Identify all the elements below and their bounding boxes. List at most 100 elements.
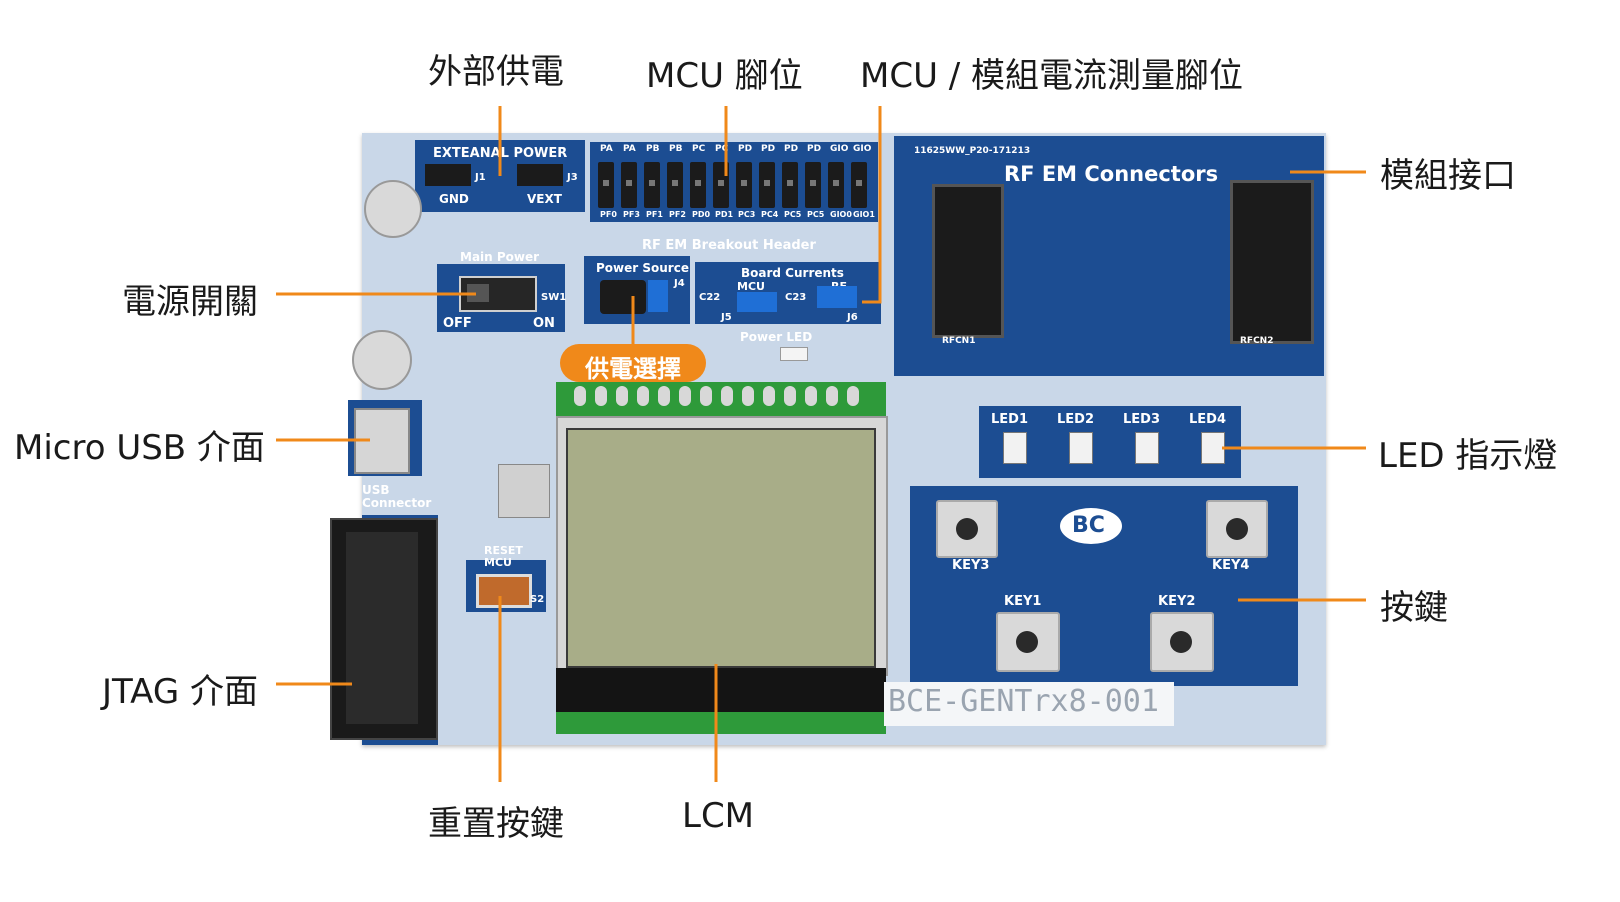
led-1 <box>1003 432 1027 464</box>
pin-label-bottom: PF0 <box>600 210 617 219</box>
led-3 <box>1135 432 1159 464</box>
board-serial: 11625WW_P20-171213 <box>914 146 1031 156</box>
jtag-connector[interactable] <box>330 518 438 740</box>
j1-label: J1 <box>475 172 486 183</box>
led-label: LED3 <box>1123 412 1161 427</box>
pin-label-top: GIO <box>853 144 872 154</box>
key3-cap[interactable] <box>956 518 978 540</box>
board-model-label: BCE-GENTrx8-001 <box>884 682 1174 726</box>
led-4 <box>1201 432 1225 464</box>
lcd-pin <box>784 386 796 406</box>
pin-label-top: GIO <box>830 144 849 154</box>
on-label: ON <box>533 316 555 331</box>
j5-label: J5 <box>721 312 732 323</box>
reset-mcu-label: RESET MCU <box>484 544 523 569</box>
header-pin[interactable] <box>736 162 752 208</box>
key4-cap[interactable] <box>1226 518 1248 540</box>
key2-cap[interactable] <box>1170 631 1192 653</box>
callout-jtag: JTAG 介面 <box>102 672 258 712</box>
callout-micro-usb: Micro USB 介面 <box>14 428 265 468</box>
power-source-jumper-cap[interactable] <box>648 280 668 312</box>
lcd-pin <box>679 386 691 406</box>
led-label: LED4 <box>1189 412 1227 427</box>
header-pin[interactable] <box>598 162 614 208</box>
pin-label-top: PB <box>646 144 660 154</box>
key3-button[interactable] <box>936 500 998 558</box>
pin-label-bottom: PF1 <box>646 210 663 219</box>
callout-lcm: LCM <box>682 796 755 836</box>
header-pin[interactable] <box>828 162 844 208</box>
key4-button[interactable] <box>1206 500 1268 558</box>
reset-button[interactable] <box>476 574 532 608</box>
header-pin[interactable] <box>851 162 867 208</box>
board-currents-label: Board Currents <box>741 266 844 280</box>
header-pin[interactable] <box>690 162 706 208</box>
header-pin[interactable] <box>621 162 637 208</box>
lcd-pin <box>658 386 670 406</box>
key1-cap[interactable] <box>1016 631 1038 653</box>
lcd-pin <box>595 386 607 406</box>
led-label: LED1 <box>991 412 1029 427</box>
key-block: KEY3 KEY4 KEY1 KEY2 BC <box>910 486 1298 686</box>
callout-keys: 按鍵 <box>1380 588 1448 628</box>
pin-label-top: PC <box>692 144 706 154</box>
header-pin[interactable] <box>805 162 821 208</box>
lcd-pin <box>700 386 712 406</box>
lcd-bottom-strip <box>556 712 886 734</box>
pin-label-top: PC <box>715 144 729 154</box>
reset-block: S2 <box>466 560 546 612</box>
led-2 <box>1069 432 1093 464</box>
j4-label: J4 <box>674 278 685 289</box>
lcd-pin <box>826 386 838 406</box>
callout-reset-key: 重置按鍵 <box>428 804 564 844</box>
off-label: OFF <box>443 316 472 331</box>
mcu-current-jumper[interactable] <box>737 292 777 312</box>
breakout-header-label: RF EM Breakout Header <box>642 238 816 253</box>
callout-mcu-pins: MCU 腳位 <box>646 56 803 96</box>
rf-em-connectors-block: 11625WW_P20-171213 RF EM Connectors RFCN… <box>894 136 1324 376</box>
pin-label-bottom: PD0 <box>692 210 711 219</box>
rfcn1-connector[interactable] <box>932 184 1004 338</box>
key3-label: KEY3 <box>952 558 990 573</box>
pin-label-bottom: PF2 <box>669 210 686 219</box>
pin-label-bottom: PF3 <box>623 210 640 219</box>
rf-current-jumper[interactable] <box>817 286 857 308</box>
power-led <box>780 347 808 361</box>
key4-label: KEY4 <box>1212 558 1250 573</box>
gnd-label: GND <box>439 192 469 206</box>
key1-button[interactable] <box>996 612 1060 672</box>
lcd-screen <box>566 428 876 668</box>
callout-power-switch: 電源開關 <box>122 282 258 322</box>
pin-label-bottom: GIO0 <box>830 210 852 219</box>
pin-label-top: PB <box>669 144 683 154</box>
power-led-label: Power LED <box>740 330 813 344</box>
pin-label-top: PD <box>807 144 822 154</box>
key2-label: KEY2 <box>1158 594 1196 609</box>
header-pin[interactable] <box>759 162 775 208</box>
switch-slider[interactable] <box>467 284 489 302</box>
rfcn2-connector[interactable] <box>1230 180 1314 344</box>
header-pin[interactable] <box>644 162 660 208</box>
lcd-pin <box>847 386 859 406</box>
board-currents-block: Board Currents MCU RF C22 C23 J5 J6 <box>695 262 881 324</box>
lcd-pin <box>742 386 754 406</box>
c22-label: C22 <box>699 292 721 303</box>
header-pin[interactable] <box>782 162 798 208</box>
ic-chip <box>498 464 550 518</box>
pin-label-bottom: PC5 <box>807 210 825 219</box>
callout-module-interface: 模組接口 <box>1380 156 1516 196</box>
key2-button[interactable] <box>1150 612 1214 672</box>
jtag-inner <box>346 532 418 724</box>
power-select-text: 供電選擇 <box>585 355 681 383</box>
pin-label-bottom: PC3 <box>738 210 756 219</box>
power-source-jumper-header[interactable] <box>600 280 646 314</box>
pin-label-top: PA <box>623 144 636 154</box>
lcd-pin <box>616 386 628 406</box>
callout-external-power: 外部供電 <box>428 52 564 92</box>
header-pin[interactable] <box>667 162 683 208</box>
pin-label-top: PD <box>761 144 776 154</box>
j6-label: J6 <box>847 312 858 323</box>
board-model-text: BCE-GENTrx8-001 <box>888 684 1159 719</box>
